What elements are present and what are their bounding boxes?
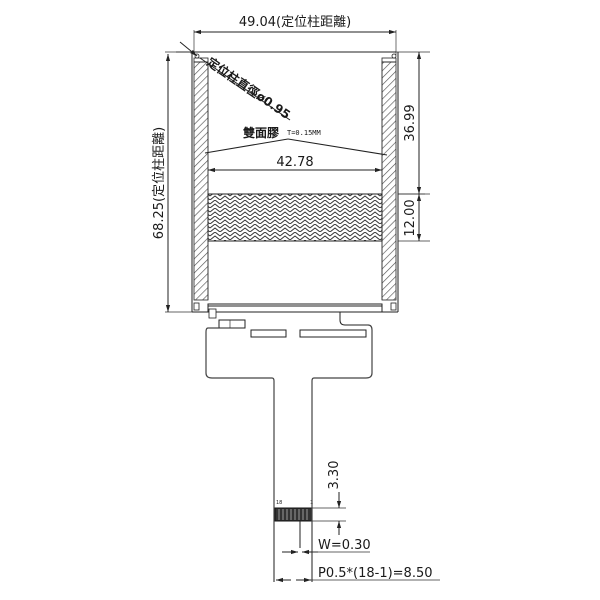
dimension-post-spacing-height: 68.25(定位柱距離) [152, 51, 192, 313]
fpc-pad-left [250, 329, 287, 338]
dimension-label-height: 68.25(定位柱距離) [152, 127, 167, 239]
dimension-label-pin-width: W=0.30 [318, 538, 371, 553]
left-rail [193, 53, 209, 311]
double-sided-tape-area [207, 193, 383, 242]
dimension-label-top-to-tape: 36.99 [403, 104, 418, 141]
dimension-contact-length: 3.30 [312, 461, 346, 535]
dimension-label-pin-pitch: P0.5*(18-1)=8.50 [318, 566, 433, 581]
dimension-label-contact-length: 3.30 [327, 461, 342, 490]
dimension-post-spacing-width: 49.04(定位柱距離) [193, 15, 397, 55]
locating-post-right [391, 53, 397, 59]
right-rail [381, 53, 397, 311]
post-diameter-label: 定位柱直徑ø0.95 [204, 54, 293, 122]
dimension-pin-width: W=0.30 [282, 538, 371, 555]
dimension-tape-height: 12.00 [403, 194, 422, 241]
pin-label-first: 18 [276, 500, 282, 506]
fpc-flex-cable [205, 312, 373, 500]
fpc-connector-contacts: 18 1 [274, 500, 313, 522]
panel-outline [191, 52, 399, 313]
tape-label: 雙面膠 [243, 125, 279, 140]
bottom-bezel [207, 303, 383, 319]
dimension-label-width: 49.04(定位柱距離) [239, 15, 351, 30]
dimension-label-tape-height: 12.00 [403, 199, 418, 236]
callout-double-sided-tape: 雙面膠 T=0.15MM [204, 125, 388, 156]
dimension-tape-width: 42.78 [208, 155, 382, 173]
dimension-top-to-tape: 36.99 [403, 52, 422, 194]
dimension-label-tape-width: 42.78 [276, 155, 313, 170]
fpc-pad-right [299, 329, 367, 338]
tape-spec: T=0.15MM [287, 129, 321, 137]
dimension-pin-pitch: P0.5*(18-1)=8.50 [276, 566, 440, 583]
